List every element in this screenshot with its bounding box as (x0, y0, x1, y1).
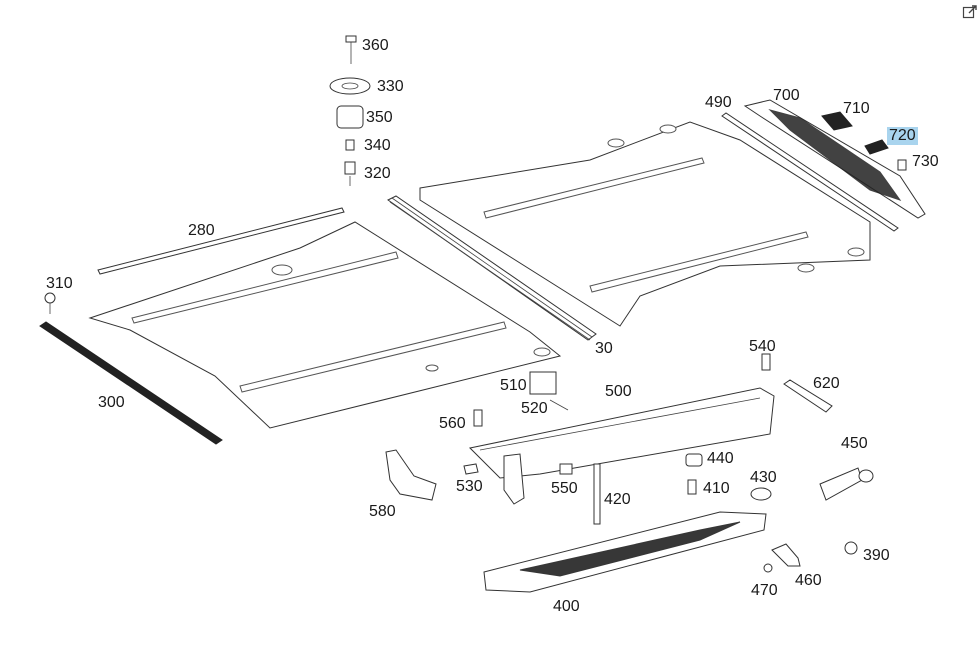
label-710[interactable]: 710 (843, 100, 870, 117)
label-400[interactable]: 400 (553, 598, 580, 615)
label-490[interactable]: 490 (705, 94, 732, 111)
label-430[interactable]: 430 (750, 469, 777, 486)
label-360[interactable]: 360 (362, 37, 389, 54)
label-540[interactable]: 540 (749, 338, 776, 355)
label-280[interactable]: 280 (188, 222, 215, 239)
floor-panel-right (419, 121, 871, 327)
label-520[interactable]: 520 (521, 400, 548, 417)
fastener-stack (329, 35, 371, 186)
label-320[interactable]: 320 (364, 165, 391, 182)
screw-310 (44, 292, 56, 314)
label-350[interactable]: 350 (366, 109, 393, 126)
label-700[interactable]: 700 (773, 87, 800, 104)
label-310[interactable]: 310 (46, 275, 73, 292)
external-link-icon[interactable] (962, 4, 978, 20)
label-300[interactable]: 300 (98, 394, 125, 411)
clip-720 (864, 139, 889, 155)
label-390[interactable]: 390 (863, 547, 890, 564)
label-410[interactable]: 410 (703, 480, 730, 497)
label-620[interactable]: 620 (813, 375, 840, 392)
label-420[interactable]: 420 (604, 491, 631, 508)
label-30[interactable]: 30 (595, 340, 613, 357)
label-510[interactable]: 510 (500, 377, 527, 394)
label-500[interactable]: 500 (605, 383, 632, 400)
label-470[interactable]: 470 (751, 582, 778, 599)
label-460[interactable]: 460 (795, 572, 822, 589)
floor-panel-left (88, 221, 562, 429)
seal-strip-300 (39, 321, 223, 445)
label-550[interactable]: 550 (551, 480, 578, 497)
trim-strip-490 (721, 112, 899, 232)
label-450[interactable]: 450 (841, 435, 868, 452)
label-720[interactable]: 720 (887, 127, 918, 145)
label-340[interactable]: 340 (364, 137, 391, 154)
label-530[interactable]: 530 (456, 478, 483, 495)
center-rail (387, 195, 597, 341)
strip-280 (97, 207, 345, 275)
misc-parts (385, 159, 907, 573)
clip-710 (821, 111, 853, 131)
label-560[interactable]: 560 (439, 415, 466, 432)
label-730[interactable]: 730 (912, 153, 939, 170)
bracket-500 (468, 371, 775, 479)
label-580[interactable]: 580 (369, 503, 396, 520)
label-330[interactable]: 330 (377, 78, 404, 95)
cover-700 (743, 99, 926, 219)
label-440[interactable]: 440 (707, 450, 734, 467)
tray-400 (483, 511, 767, 593)
